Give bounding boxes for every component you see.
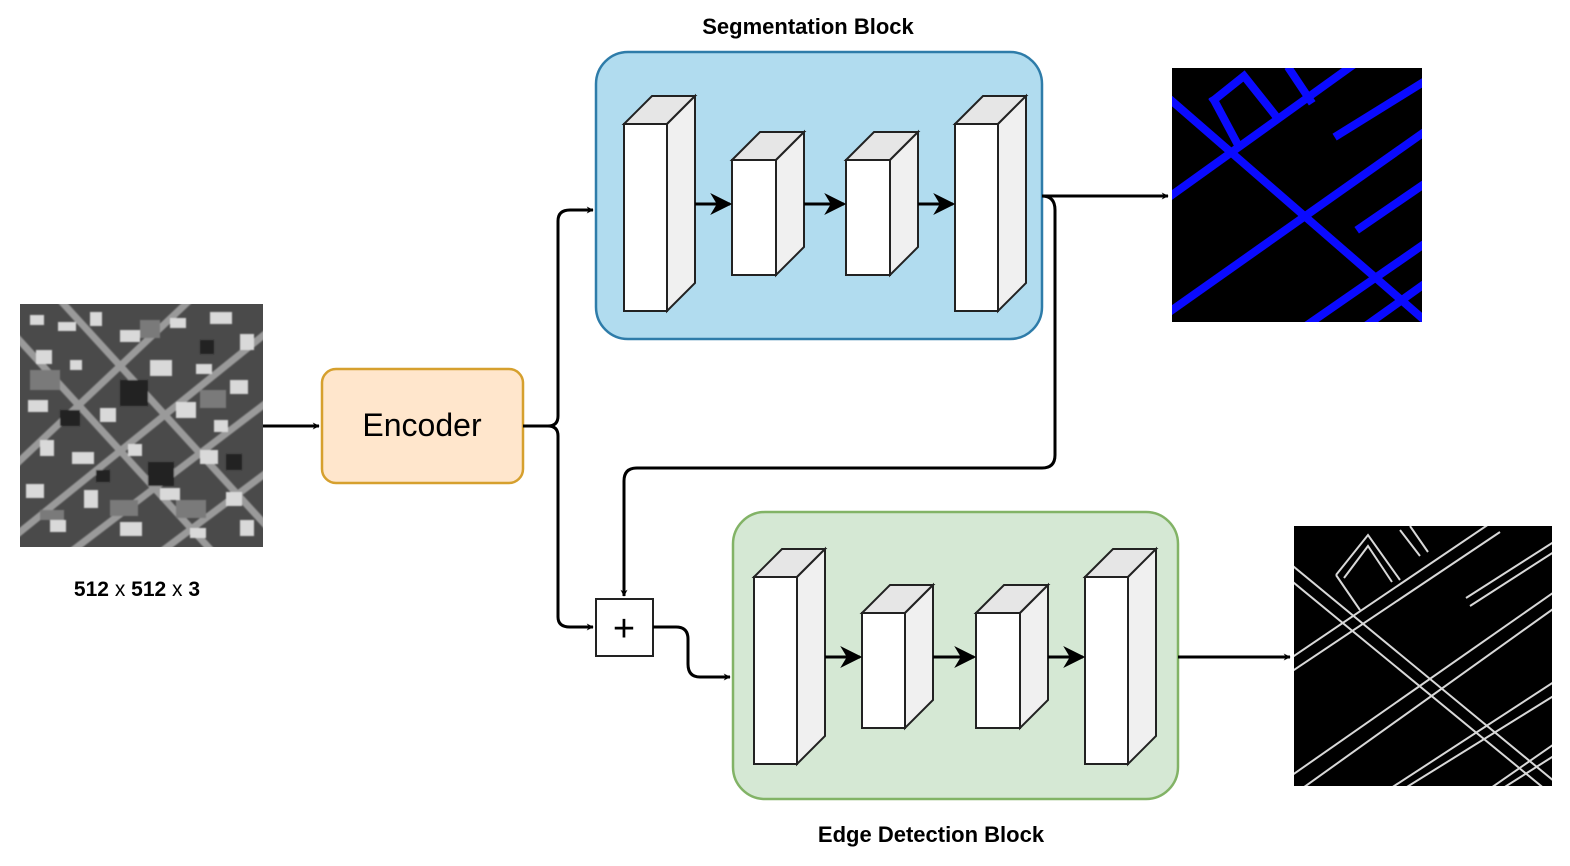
segmentation-block [594, 50, 1044, 341]
input-aerial-image [20, 304, 263, 547]
edge-layer-4 [1082, 546, 1159, 767]
encoder-block: Encoder [320, 367, 525, 485]
merge-node: + [595, 598, 654, 657]
edge-layer-3 [973, 582, 1051, 731]
segmentation-block-title: Segmentation Block [702, 14, 914, 39]
road-mask-icon [1172, 68, 1422, 322]
seg-layer-2 [729, 129, 807, 278]
edge-map-icon [1294, 526, 1552, 786]
merge-symbol: + [613, 608, 635, 650]
edge-layer-1 [751, 546, 828, 767]
encoder-to-seg-arrow [523, 206, 594, 428]
seg-layer-4 [952, 93, 1029, 314]
encoder-to-merge-arrow [547, 424, 594, 631]
merge-to-edge-arrow [653, 625, 731, 681]
seg-to-merge-arrow [620, 194, 1057, 597]
edge-detection-block [731, 510, 1180, 801]
seg-layer-1 [621, 93, 698, 314]
edge-block-title: Edge Detection Block [818, 822, 1045, 847]
encoder-label: Encoder [362, 407, 482, 443]
seg-layer-3 [843, 129, 921, 278]
edge-layer-2 [859, 582, 936, 731]
input-size-label: 512 x 512 x 3 [74, 578, 200, 601]
